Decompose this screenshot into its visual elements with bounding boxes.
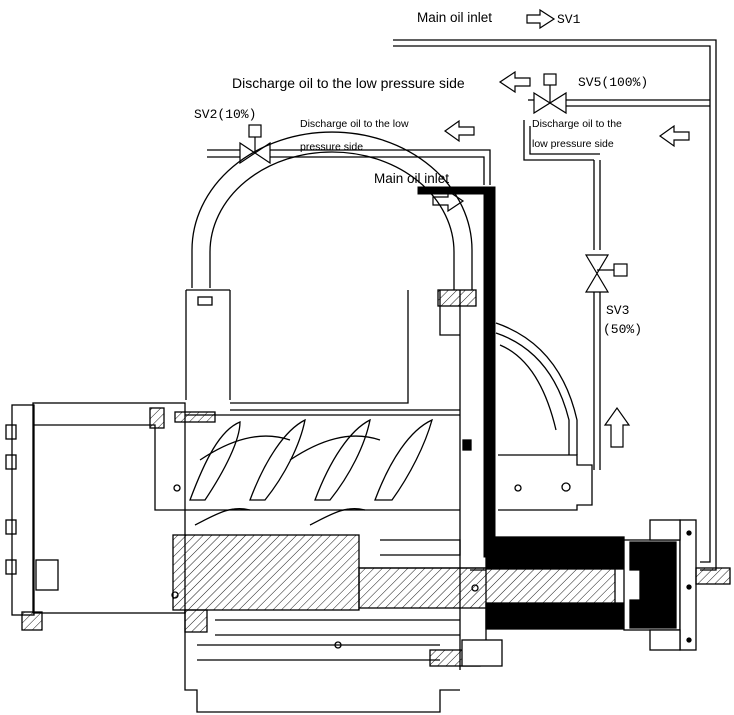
main-oil-inlet-pipe xyxy=(417,186,496,558)
label-discharge-left-2: pressure side xyxy=(300,141,363,153)
label-sv3: SV3 xyxy=(606,303,629,318)
valve-sv3 xyxy=(584,254,628,293)
label-sv1: SV1 xyxy=(557,12,581,27)
label-discharge-right-1: Discharge oil to the xyxy=(532,118,622,130)
label-sv5: SV5(100%) xyxy=(578,75,648,90)
slide-valve-guide xyxy=(462,322,593,511)
lower-housing xyxy=(171,539,503,713)
unloader-piston xyxy=(485,519,731,651)
arrow-icon xyxy=(432,8,690,448)
label-sv2: SV2(10%) xyxy=(194,107,256,122)
discharge-housing xyxy=(185,131,477,670)
label-main-oil-inlet-top: Main oil inlet xyxy=(417,10,492,25)
diagram-labels: Main oil inlet SV1 Discharge oil to the … xyxy=(194,10,648,337)
label-discharge-left-1: Discharge oil to the low xyxy=(300,118,409,130)
valve-sv5 xyxy=(533,73,567,115)
label-discharge-right-2: low pressure side xyxy=(532,138,614,150)
rotor-housing xyxy=(5,402,460,631)
slide-valve xyxy=(172,534,616,611)
label-discharge-main: Discharge oil to the low pressure side xyxy=(232,75,465,91)
label-sv3-pct: (50%) xyxy=(603,322,642,337)
label-main-oil-inlet-mid: Main oil inlet xyxy=(374,171,449,186)
